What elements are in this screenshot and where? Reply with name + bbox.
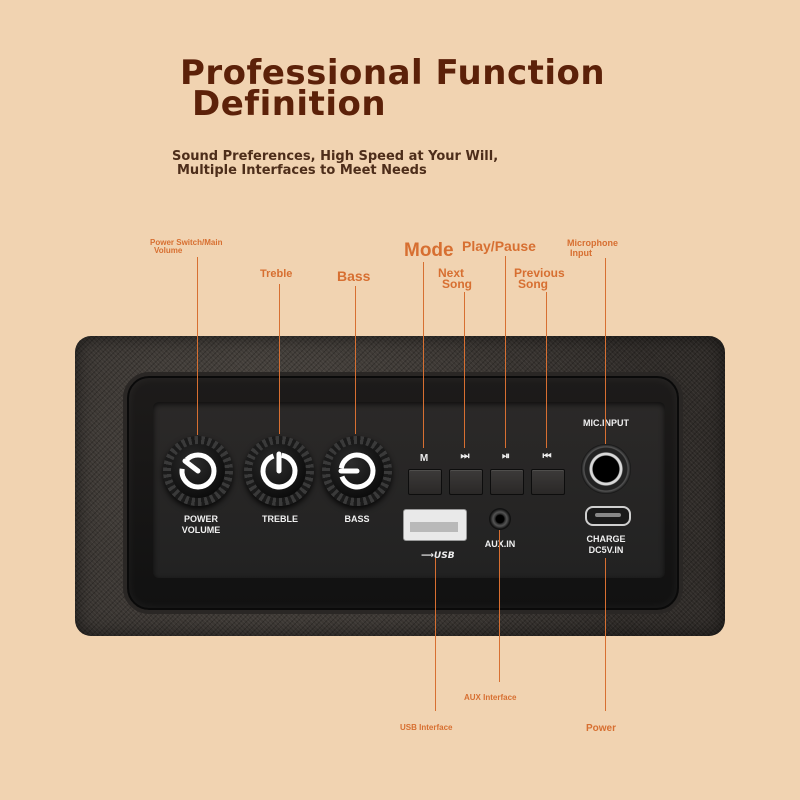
leader-power xyxy=(605,558,606,711)
charge-label: CHARGE DC5V.IN xyxy=(586,534,626,555)
leader-next xyxy=(464,292,465,448)
usb-label: ⟶USB xyxy=(421,551,455,561)
leader-usb xyxy=(435,558,436,711)
mic-input-label: MIC.INPUT xyxy=(583,418,629,428)
usb-trident-icon: ⟶ xyxy=(421,551,434,561)
mode-button[interactable] xyxy=(408,469,442,495)
treble-indicator-icon xyxy=(260,451,298,490)
mode-button-symbol: M xyxy=(419,453,429,464)
leader-aux xyxy=(499,530,500,682)
callout-play-pause: Play/Pause xyxy=(462,238,536,254)
title-line-2: Definition xyxy=(192,84,387,124)
power-volume-knob[interactable] xyxy=(163,436,233,506)
callout-power: Power xyxy=(586,723,617,734)
subtitle-line-2: Multiple Interfaces to Meet Needs xyxy=(177,163,427,178)
aux-label: AUX.IN xyxy=(474,539,526,550)
previous-button-symbol: ⏮ xyxy=(542,451,552,462)
power-volume-label: POWER VOLUME xyxy=(181,514,221,535)
callout-power-switch: Power Switch/Main Volume xyxy=(150,238,223,255)
charge-port[interactable] xyxy=(585,506,631,526)
leader-bass xyxy=(355,286,356,434)
power-volume-indicator-icon xyxy=(179,452,217,490)
callout-next-song: Next Song xyxy=(438,266,472,291)
next-song-button[interactable] xyxy=(449,469,483,495)
page-title: Professional Function Definition xyxy=(180,56,605,124)
treble-label: TREBLE xyxy=(262,514,298,524)
callout-usb-interface: USB Interface xyxy=(400,723,453,732)
bass-knob[interactable] xyxy=(322,436,392,506)
leader-power-volume xyxy=(197,257,198,435)
treble-knob[interactable] xyxy=(244,436,314,506)
callout-bass: Bass xyxy=(337,268,371,284)
page-subtitle: Sound Preferences, High Speed at Your Wi… xyxy=(172,150,498,178)
mic-input-jack[interactable] xyxy=(581,444,631,494)
play-pause-button-symbol: ⏯ xyxy=(502,451,510,462)
previous-song-button[interactable] xyxy=(531,469,565,495)
usb-port[interactable] xyxy=(403,509,467,541)
subtitle-line-1: Sound Preferences, High Speed at Your Wi… xyxy=(172,149,499,164)
bass-label: BASS xyxy=(344,514,370,524)
next-button-symbol: ⏭ xyxy=(460,451,470,462)
leader-play-pause xyxy=(505,256,506,448)
callout-treble: Treble xyxy=(260,268,293,280)
aux-port[interactable] xyxy=(489,508,511,530)
play-pause-button[interactable] xyxy=(490,469,524,495)
leader-treble xyxy=(279,284,280,434)
callout-mode: Mode xyxy=(404,240,454,261)
bass-indicator-icon xyxy=(338,452,376,490)
leader-mode xyxy=(423,262,424,448)
leader-mic xyxy=(605,258,606,444)
callout-previous-song: Previous Song xyxy=(514,266,565,291)
leader-previous xyxy=(546,292,547,448)
title-line-1: Professional Function xyxy=(180,53,606,93)
callout-microphone-input: Microphone Input xyxy=(567,238,618,258)
callout-aux-interface: AUX Interface xyxy=(464,693,517,702)
